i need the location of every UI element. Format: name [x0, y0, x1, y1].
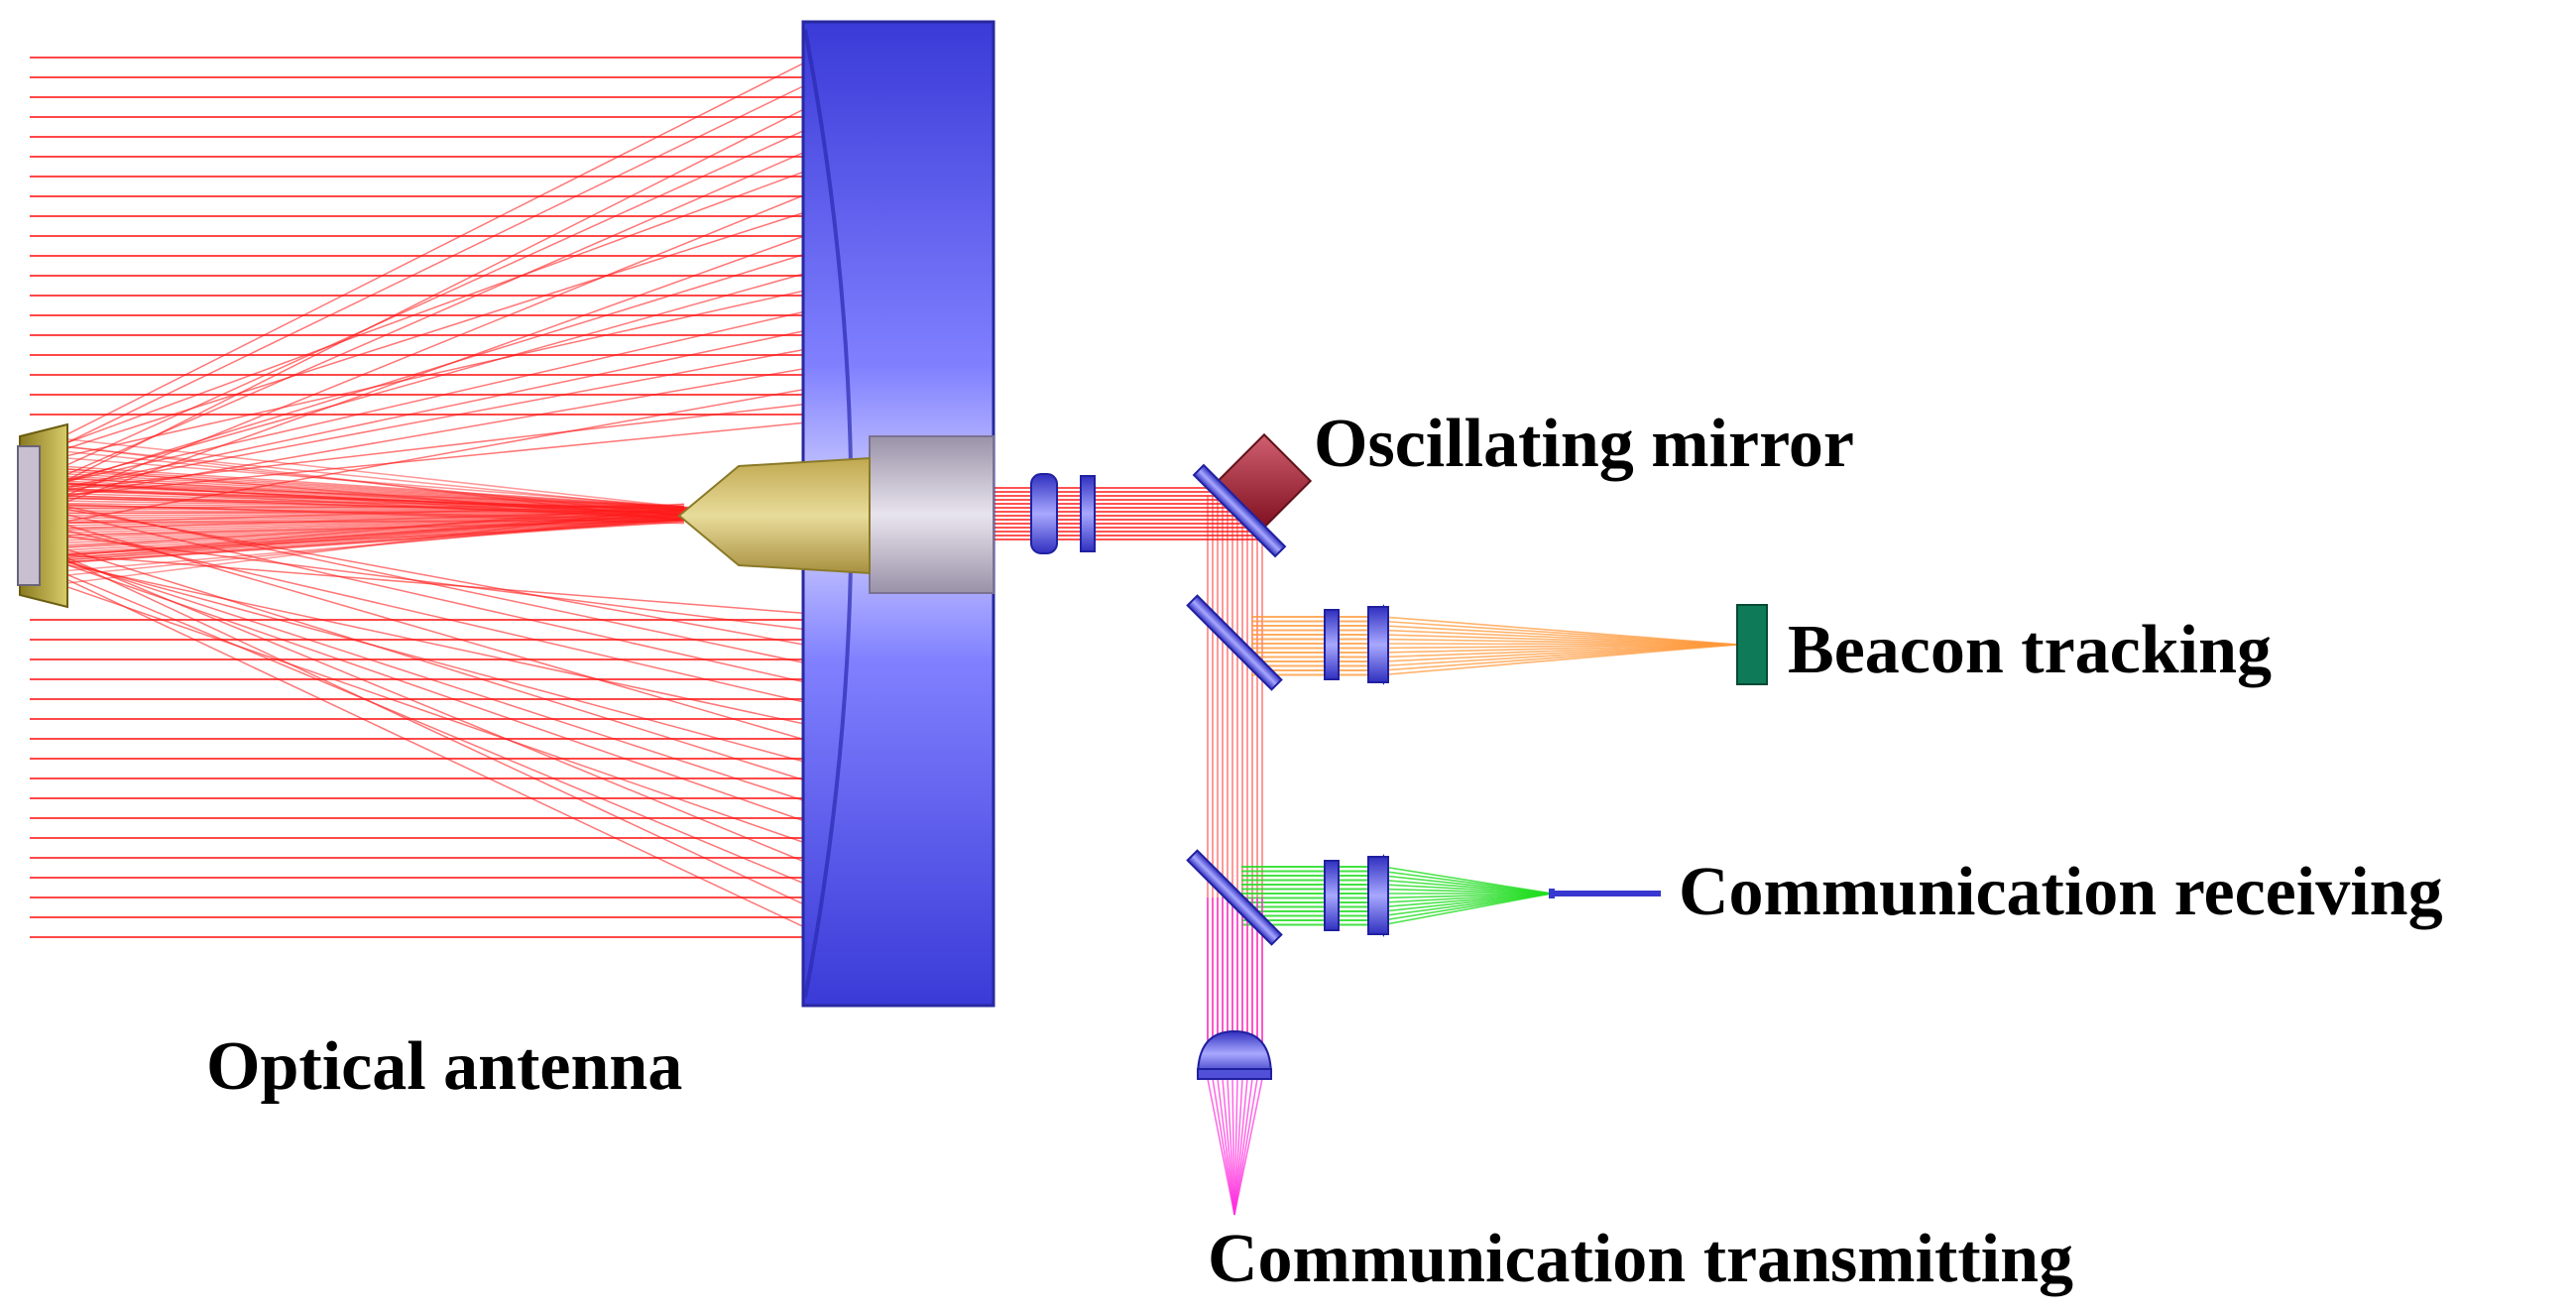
label-communication-transmitting: Communication transmitting — [1208, 1221, 2073, 1297]
receive-fiber — [1549, 889, 1661, 898]
label-optical-antenna: Optical antenna — [206, 1028, 682, 1105]
reflected-ray — [59, 58, 815, 438]
transmit-lens — [1198, 1031, 1271, 1079]
reflected-ray — [59, 276, 872, 457]
reflected-ray — [59, 576, 826, 937]
reflected-ray — [59, 117, 834, 468]
secondary-mirror — [18, 424, 67, 607]
reflected-ray — [59, 137, 840, 478]
reflected-ray — [59, 315, 878, 489]
central-hub — [870, 436, 994, 593]
receive-rays — [1241, 867, 1552, 925]
reflected-ray — [59, 547, 863, 798]
label-beacon-tracking: Beacon tracking — [1788, 612, 2272, 688]
receive-lens-group — [1325, 857, 1388, 934]
reflected-ray — [59, 584, 849, 858]
secondary-cone — [679, 458, 870, 573]
reflected-ray — [59, 77, 821, 446]
beacon-detector — [1737, 605, 1767, 684]
label-oscillating-mirror: Oscillating mirror — [1314, 406, 1854, 482]
reflected-ray — [59, 97, 828, 484]
reflected-ray — [59, 157, 845, 445]
reflected-ray — [59, 236, 864, 484]
label-communication-receiving: Communication receiving — [1679, 854, 2443, 930]
reflected-ray — [59, 556, 832, 917]
relay-lens-group — [1031, 474, 1095, 553]
reflected-ray — [59, 256, 868, 482]
